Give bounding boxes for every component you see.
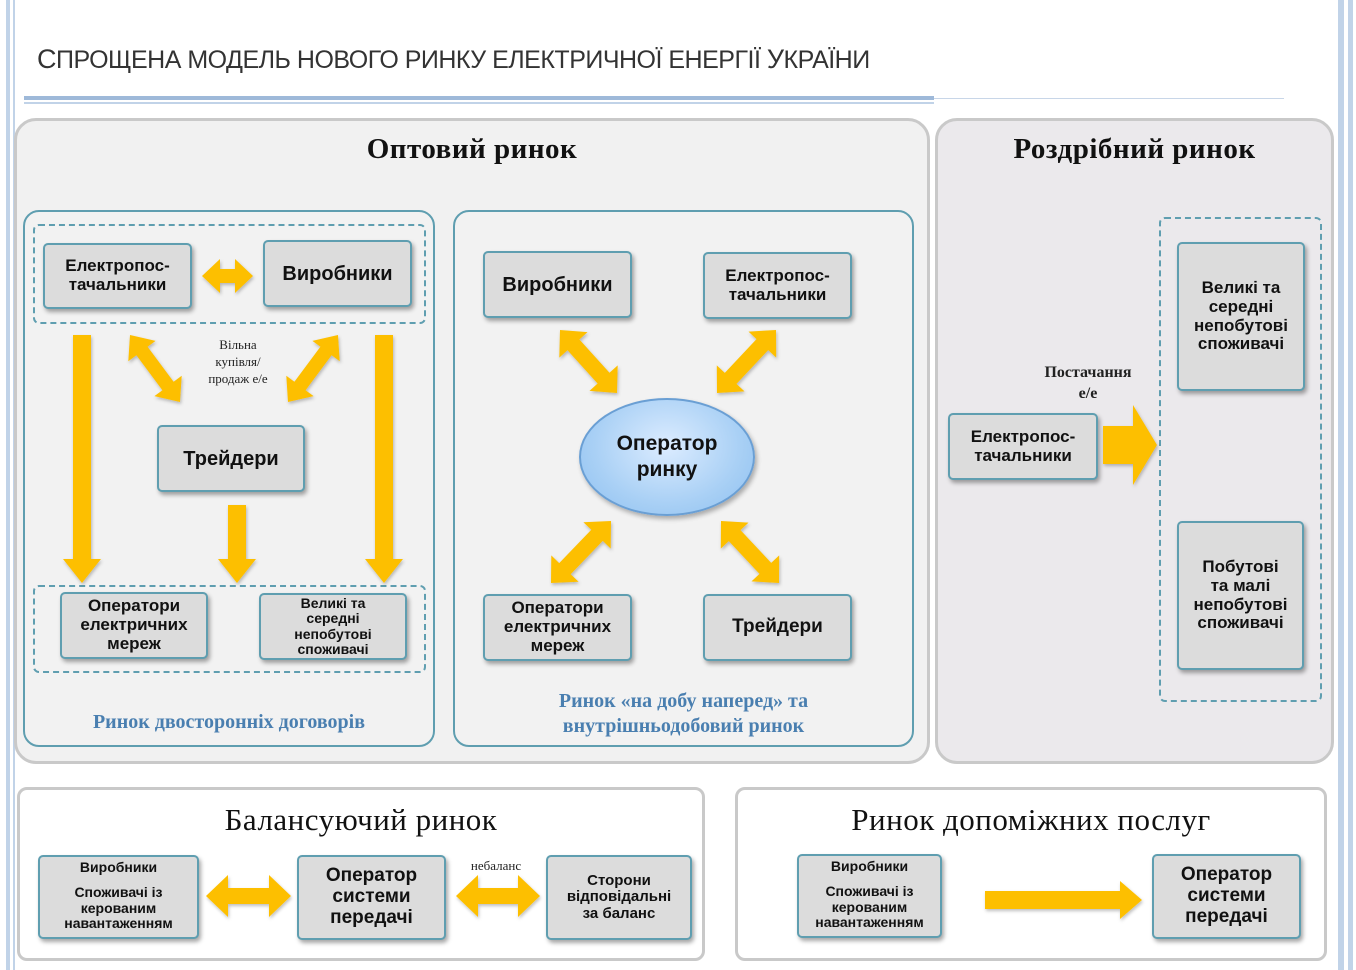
dayahead-network-operators-label: Оператори електричних мереж [503,598,612,655]
balance-responsible-parties-box[interactable]: Сторони відповідальні за баланс [546,855,692,940]
dayahead-network-operators-box[interactable]: Оператори електричних мереж [483,594,632,661]
right-frame-bar [1338,0,1344,970]
bilateral-producers-label: Виробники [282,262,393,285]
bilateral-large-consumers-label: Великі та середні непобутові споживачі [294,594,372,657]
page-title: СПРОЩЕНА МОДЕЛЬ НОВОГО РИНКУ ЕЛЕКТРИЧНОЇ… [37,44,870,74]
retail-consumers-group [1159,217,1322,702]
balancing-producers-label: Виробники [79,859,158,875]
title-underline [24,96,934,100]
retail-large-consumers-box[interactable]: Великі та середні непобутові споживачі [1177,242,1305,391]
bilateral-network-operators-box[interactable]: Оператори електричних мереж [60,592,208,659]
ancillary-producers-label: Виробники [830,858,909,874]
bilateral-network-operators-label: Оператори електричних мереж [80,596,188,653]
dayahead-traders-label: Трейдери [732,616,823,638]
day-ahead-market-caption: Ринок «на добу наперед» та внутрішньодобо… [453,689,914,739]
arrow-down-right [365,335,403,583]
retail-large-consumers-label: Великі та середні непобутові споживачі [1194,278,1288,354]
bilateral-bottom-group [33,585,426,673]
ancillary-tso-label: Оператор системи передачі [1180,864,1273,927]
retail-suppliers-box[interactable]: Електропос- тачальники [948,413,1098,480]
retail-suppliers-label: Електропос- тачальники [970,426,1076,465]
ancillary-tso-box[interactable]: Оператор системи передачі [1152,854,1301,939]
title-underline-secondary [24,102,934,104]
bilateral-market-caption: Ринок двосторонніх договорів [92,711,366,733]
arrow-suppliers-traders [128,335,182,402]
right-frame-bar-outer [1348,0,1353,970]
bilateral-large-consumers-box[interactable]: Великі та середні непобутові споживачі [259,593,407,660]
dayahead-producers-box[interactable]: Виробники [483,251,632,318]
arrow-participants-tso [206,875,291,917]
arrow-suppliers-operator [716,330,777,393]
arrow-producers-operator [559,330,618,393]
day-ahead-caption-line2: внутрішньодобовий ринок [562,715,805,737]
bilateral-traders-box[interactable]: Трейдери [157,425,305,492]
arrow-down-left [63,335,101,583]
dayahead-suppliers-label: Електропос- тачальники [725,265,830,304]
ancillary-consumers-label: Споживачі із керованим навантаженням [815,883,924,931]
retail-household-consumers-box[interactable]: Побутові та малі непобутові споживачі [1177,521,1304,670]
ancillary-participants-box[interactable]: Виробники Споживачі із керованим наванта… [797,854,942,938]
bilateral-producers-box[interactable]: Виробники [263,240,412,307]
dayahead-producers-label: Виробники [502,273,613,296]
arrow-ancillary [985,881,1142,919]
left-frame-bar [6,0,10,970]
balancing-tso-box[interactable]: Оператор системи передачі [297,855,446,940]
balancing-market-title: Балансуючий ринок [224,802,498,837]
free-trade-note: Вільна купівля/ продаж е/е [208,337,268,386]
dayahead-traders-box[interactable]: Трейдери [703,594,852,661]
bilateral-traders-label: Трейдери [183,447,279,470]
dayahead-suppliers-box[interactable]: Електропос- тачальники [703,252,852,319]
bilateral-top-group [33,224,426,324]
arrow-down-center [218,505,256,583]
arrow-tso-brp [456,875,540,917]
arrow-traders-operator [720,521,780,583]
imbalance-note: небаланс [470,858,522,873]
balancing-consumers-label: Споживачі із керованим навантаженням [64,884,173,932]
arrow-producers-traders [286,335,340,402]
title-underline-tail [934,98,1284,99]
day-ahead-caption-line1: Ринок «на добу наперед» та [558,690,809,712]
ancillary-services-title: Ринок допоміжних послуг [851,802,1211,837]
arrow-supply-retail [1103,405,1157,485]
market-operator-node[interactable]: Оператор ринку [579,398,755,516]
wholesale-market-title: Оптовий ринок [366,133,578,165]
retail-market-title: Роздрібний ринок [1013,133,1256,165]
retail-household-consumers-label: Побутові та малі непобутові споживачі [1193,557,1288,633]
arrow-suppliers-producers [202,259,253,293]
balancing-tso-label: Оператор системи передачі [325,865,418,928]
bilateral-suppliers-label: Електропос- тачальники [65,256,170,294]
bilateral-suppliers-box[interactable]: Електропос- тачальники [43,243,192,309]
balance-responsible-parties-label: Сторони відповідальні за баланс [566,871,672,922]
supply-note: Постачання е/е [1044,364,1132,402]
market-operator-label: Оператор ринку [616,431,718,481]
balancing-participants-box[interactable]: Виробники Споживачі із керованим наванта… [38,855,199,939]
arrow-network-operator [551,521,611,583]
